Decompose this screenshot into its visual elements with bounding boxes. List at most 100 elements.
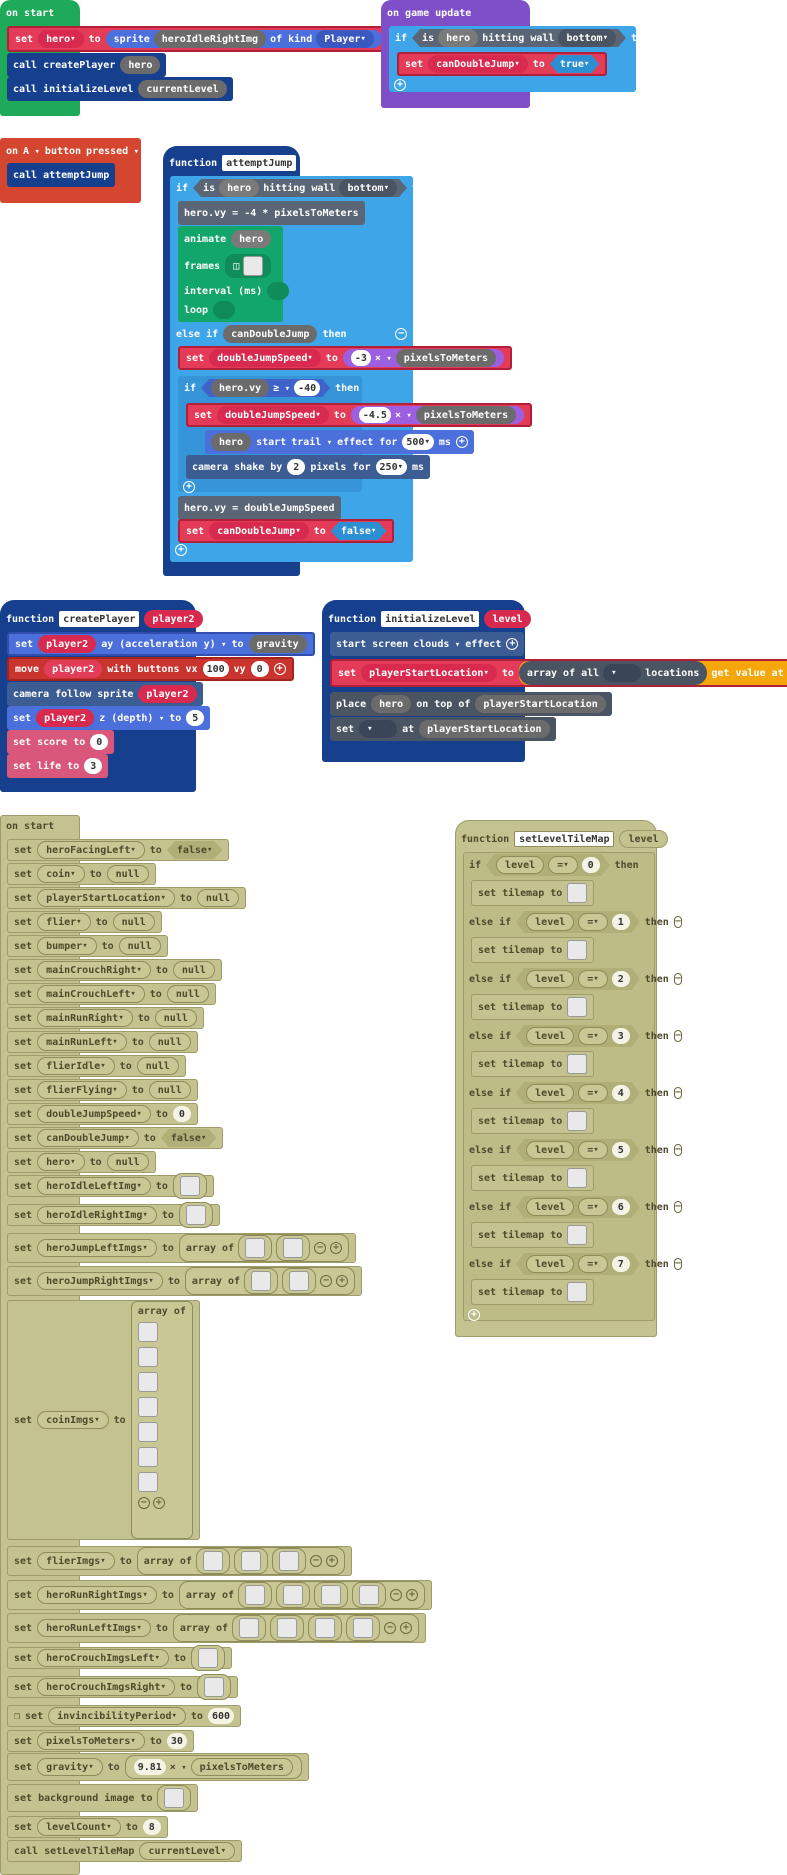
image-picker-icon[interactable] [137,1447,158,1467]
add-else-icon[interactable]: + [394,79,406,91]
function-name-field[interactable]: setLevelTileMap [514,831,615,847]
set-can-double-jump-false-row[interactable]: set canDoubleJump to false [178,519,395,543]
set-tilemap-row[interactable]: set tilemap to [471,1165,595,1191]
true-dropdown[interactable]: true [550,55,600,73]
camera-follow-row[interactable]: camera follow sprite player2 [7,682,203,706]
image-slot[interactable] [282,1268,317,1294]
image-slot[interactable] [238,1235,273,1261]
operator-dropdown[interactable]: = [578,1198,607,1216]
set-tilemap-row[interactable]: set tilemap to [471,1051,595,1077]
level-var[interactable]: level [526,1084,574,1102]
remove-item-icon[interactable]: − [137,1497,150,1509]
set-row-coin[interactable]: setcointonull [7,863,156,885]
operator-dropdown[interactable]: × [395,410,412,421]
set-player-start-location-row[interactable]: set playerStartLocation to array of all … [330,659,787,687]
remove-else-icon[interactable]: − [673,1087,682,1099]
image-slot[interactable] [244,1268,279,1294]
set-can-double-jump-row[interactable]: set canDoubleJump to true [397,52,608,76]
operator-dropdown[interactable]: = [578,913,607,931]
variable-dropdown[interactable]: heroJumpRightImgs [37,1272,163,1290]
param-pill[interactable]: level [484,610,531,628]
tilemap-picker-icon[interactable] [567,940,588,960]
variable-dropdown[interactable]: mainRunLeft [37,1033,127,1051]
compare-number[interactable]: 3 [612,1028,630,1044]
add-item-icon[interactable]: + [325,1555,338,1567]
multiply-block[interactable]: -3 × pixelsToMeters [342,349,505,367]
hero-idle-right-img-var[interactable]: heroIdleRightImg [153,30,267,48]
is-hitting-wall-block[interactable]: is hero hitting wall bottom [193,179,407,197]
set-row-heroIdleRightImg[interactable]: setheroIdleRightImgto [7,1202,220,1228]
image-slot[interactable] [196,1674,231,1700]
compare-block[interactable]: hero.vy ≥ -40 [201,379,330,397]
variable-dropdown[interactable]: mainRunRight [37,1009,133,1027]
image-slot[interactable] [172,1173,207,1199]
variable-dropdown[interactable]: mainCrouchLeft [37,985,145,1003]
shake-pixels[interactable]: 2 [287,459,306,475]
player-start-location-dropdown[interactable]: playerStartLocation [361,664,497,682]
set-row-hero-crouch-imgs-right[interactable]: setheroCrouchImgsRightto [7,1674,238,1700]
variable-dropdown[interactable]: heroRunRightImgs [37,1586,157,1604]
value-pill[interactable]: null [118,937,161,955]
set-double-jump-speed-row-2[interactable]: set doubleJumpSpeed to -4.5 × pixelsToMe… [186,403,533,427]
level-var[interactable]: level [526,1198,574,1216]
remove-item-icon[interactable]: − [314,1242,327,1254]
add-arg-icon[interactable]: + [455,436,468,448]
value-dropdown[interactable]: false [161,1129,217,1147]
variable-dropdown[interactable]: heroJumpLeftImgs [37,1239,157,1257]
operator-dropdown[interactable]: × [170,1762,187,1773]
set-row-hero-jump-left-imgs[interactable]: setheroJumpLeftImgstoarray of−+ [7,1233,357,1263]
remove-item-icon[interactable]: − [309,1555,322,1567]
player-start-location-var[interactable]: playerStartLocation [419,720,550,738]
value-field[interactable]: 8 [142,1819,161,1835]
camera-shake-row[interactable]: camera shake by 2 pixels for 250 ms [186,455,431,479]
set-row-playerStartLocation[interactable]: setplayerStartLocationtonull [7,887,247,909]
set-background-image-row[interactable]: set background image to [7,1784,199,1812]
array-of-all-locations-block[interactable]: array of all locations [518,661,708,685]
compare-block[interactable]: level=1 [516,911,640,933]
set-row-flier-imgs[interactable]: setflierImgstoarray of−+ [7,1546,352,1576]
variable-dropdown[interactable]: heroIdleLeftImg [37,1177,151,1195]
score-field[interactable]: 0 [90,734,109,750]
set-row-doubleJumpSpeed[interactable]: setdoubleJumpSpeedto0 [7,1103,198,1125]
remove-else-icon[interactable]: − [395,328,407,340]
compare-number[interactable]: 0 [582,857,600,873]
variable-dropdown[interactable]: invincibilityPeriod [48,1707,186,1725]
add-item-icon[interactable]: + [400,1622,413,1634]
tile-dropdown[interactable] [359,720,398,738]
add-item-icon[interactable]: + [336,1275,349,1287]
set-row-flier[interactable]: setfliertonull [7,911,162,933]
image-slot[interactable] [238,1582,273,1608]
remove-else-icon[interactable]: − [673,1201,682,1213]
place-on-top-row[interactable]: place hero on top of playerStartLocation [330,692,612,716]
side-dropdown[interactable]: bottom [558,29,616,47]
set-score-row[interactable]: set score to 0 [7,730,115,754]
gravity-field[interactable]: 9.81 [133,1759,166,1775]
remove-else-icon[interactable]: − [673,1030,682,1042]
vy-code-row[interactable]: hero.vy = -4 * pixelsToMeters [178,201,365,225]
hero-var-dropdown[interactable]: hero [38,30,84,48]
set-tilemap-row[interactable]: set tilemap to [471,1222,595,1248]
variable-dropdown[interactable]: heroCrouchImgsLeft [37,1649,169,1667]
set-row-canDoubleJump[interactable]: setcanDoubleJumptofalse [7,1127,224,1149]
value-field[interactable]: 0 [172,1106,191,1122]
variable-dropdown[interactable]: flierFlying [37,1081,127,1099]
image-slot[interactable] [232,1615,267,1641]
set-row-mainCrouchLeft[interactable]: setmainCrouchLefttonull [7,983,216,1005]
life-field[interactable]: 3 [84,758,103,774]
level-var[interactable]: level [496,856,544,874]
compare-block[interactable]: level=4 [516,1082,640,1104]
loop-toggle[interactable] [213,301,236,319]
variable-dropdown[interactable]: hero [37,1153,85,1171]
tilemap-picker-icon[interactable] [567,1054,588,1074]
image-slot[interactable] [195,1548,230,1574]
shake-duration-dropdown[interactable]: 250 [375,459,408,475]
image-slot[interactable] [178,1202,213,1228]
variable-dropdown[interactable]: bumper [37,937,97,955]
image-picker-icon[interactable] [137,1397,158,1417]
set-row-coin-imgs[interactable]: setcoinImgstoarray of−+ [7,1300,200,1540]
set-row-hero-jump-right-imgs[interactable]: setheroJumpRightImgstoarray of−+ [7,1266,363,1296]
value-pill[interactable]: null [136,1057,179,1075]
image-slot[interactable] [271,1548,306,1574]
value-pill[interactable]: null [166,985,209,1003]
set-double-jump-speed-row[interactable]: set doubleJumpSpeed to -3 × pixelsToMete… [178,346,513,370]
